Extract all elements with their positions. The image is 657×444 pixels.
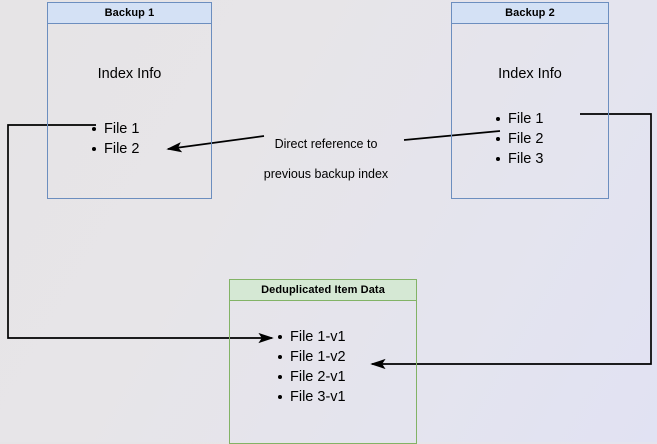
list-item: File 1 [494, 109, 543, 129]
node-deduplicated-header: Deduplicated Item Data [230, 280, 416, 301]
node-backup-2-body: Index Info File 1 File 2 File 3 [452, 24, 608, 198]
edge-label-line-1: Direct reference to [274, 137, 378, 151]
node-deduplicated-item-data[interactable]: Deduplicated Item Data File 1-v1 File 1-… [229, 279, 417, 444]
list-item: File 1 [90, 119, 139, 139]
node-backup-1-file-list: File 1 File 2 [90, 119, 139, 159]
edge-label-line-2: previous backup index [263, 167, 389, 181]
node-backup-1-body: Index Info File 1 File 2 [48, 24, 211, 198]
list-item: File 2 [90, 139, 139, 159]
node-backup-1[interactable]: Backup 1 Index Info File 1 File 2 [47, 2, 212, 199]
list-item: File 2 [494, 129, 543, 149]
node-backup-1-index-label: Index Info [97, 66, 162, 82]
node-backup-1-header: Backup 1 [48, 3, 211, 24]
node-backup-2-index-label: Index Info [498, 66, 562, 82]
list-item: File 1-v1 [276, 327, 346, 347]
node-deduplicated-file-list: File 1-v1 File 1-v2 File 2-v1 File 3-v1 [276, 327, 346, 407]
edge-label-direct-reference: Direct reference to previous backup inde… [248, 122, 404, 197]
node-backup-2-header: Backup 2 [452, 3, 608, 24]
list-item: File 1-v2 [276, 347, 346, 367]
list-item: File 2-v1 [276, 367, 346, 387]
list-item: File 3 [494, 149, 543, 169]
node-deduplicated-body: File 1-v1 File 1-v2 File 2-v1 File 3-v1 [230, 301, 416, 443]
node-backup-2-file-list: File 1 File 2 File 3 [494, 109, 543, 169]
node-backup-2[interactable]: Backup 2 Index Info File 1 File 2 File 3 [451, 2, 609, 199]
list-item: File 3-v1 [276, 387, 346, 407]
